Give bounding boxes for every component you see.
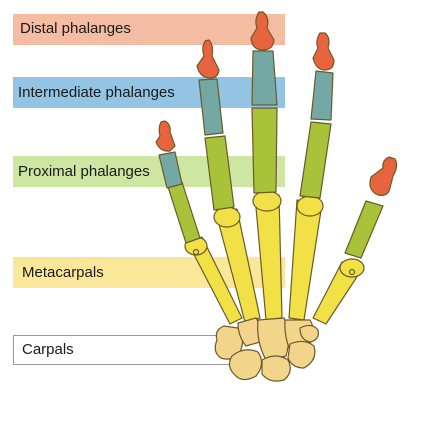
- metacarpal-ring-head: [296, 195, 324, 217]
- band-distal: [13, 14, 285, 45]
- proximal-middle: [251, 107, 278, 194]
- metacarpal-middle: [254, 194, 283, 321]
- carpal-pisiform: [299, 324, 319, 343]
- proximal-ring: [299, 121, 332, 199]
- label-metacarpals: Metacarpals: [22, 264, 104, 281]
- intermediate-middle: [251, 50, 278, 106]
- intermediate-ring: [310, 70, 334, 121]
- intermediate-thumb: [158, 151, 183, 189]
- metacarpal-ring: [288, 199, 323, 321]
- distal-index: [196, 39, 220, 79]
- sesamoid-little: [348, 268, 356, 276]
- sesamoid-thumb: [192, 248, 200, 256]
- distal-little: [369, 156, 398, 196]
- proximal-little: [344, 200, 384, 259]
- metacarpal-middle-head: [252, 190, 282, 212]
- label-carpals: Carpals: [22, 341, 74, 358]
- carpal-triquetrum: [287, 340, 316, 369]
- band-proximal: [13, 156, 285, 187]
- carpal-scaphoid: [228, 349, 263, 381]
- carpal-lunate: [261, 355, 291, 382]
- proximal-index: [204, 135, 235, 211]
- distal-ring: [312, 32, 335, 71]
- label-distal-phalanges: Distal phalanges: [20, 20, 131, 37]
- metacarpal-little-head: [339, 258, 365, 278]
- band-intermediate: [13, 77, 285, 108]
- proximal-thumb: [167, 181, 201, 244]
- intermediate-index: [198, 78, 224, 136]
- distal-thumb: [155, 120, 176, 152]
- carpal-capitate: [257, 317, 290, 361]
- label-intermediate-phalanges: Intermediate phalanges: [18, 84, 175, 101]
- distal-middle: [250, 11, 275, 51]
- label-proximal-phalanges: Proximal phalanges: [18, 163, 150, 180]
